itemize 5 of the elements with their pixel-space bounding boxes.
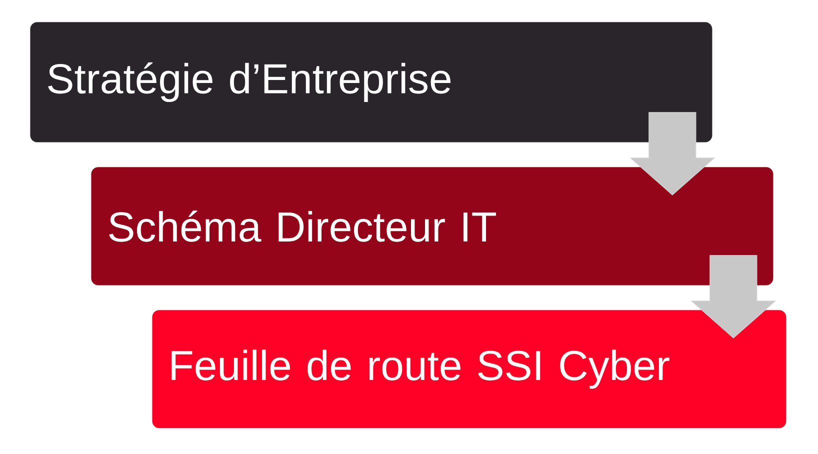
- process-box: Feuille de route SSI Cyber: [152, 310, 786, 428]
- process-box: Schéma Directeur IT: [91, 167, 774, 286]
- process-box: Stratégie d’Entreprise: [30, 22, 712, 142]
- block-arrow: [630, 112, 716, 196]
- block-arrow: [690, 255, 776, 338]
